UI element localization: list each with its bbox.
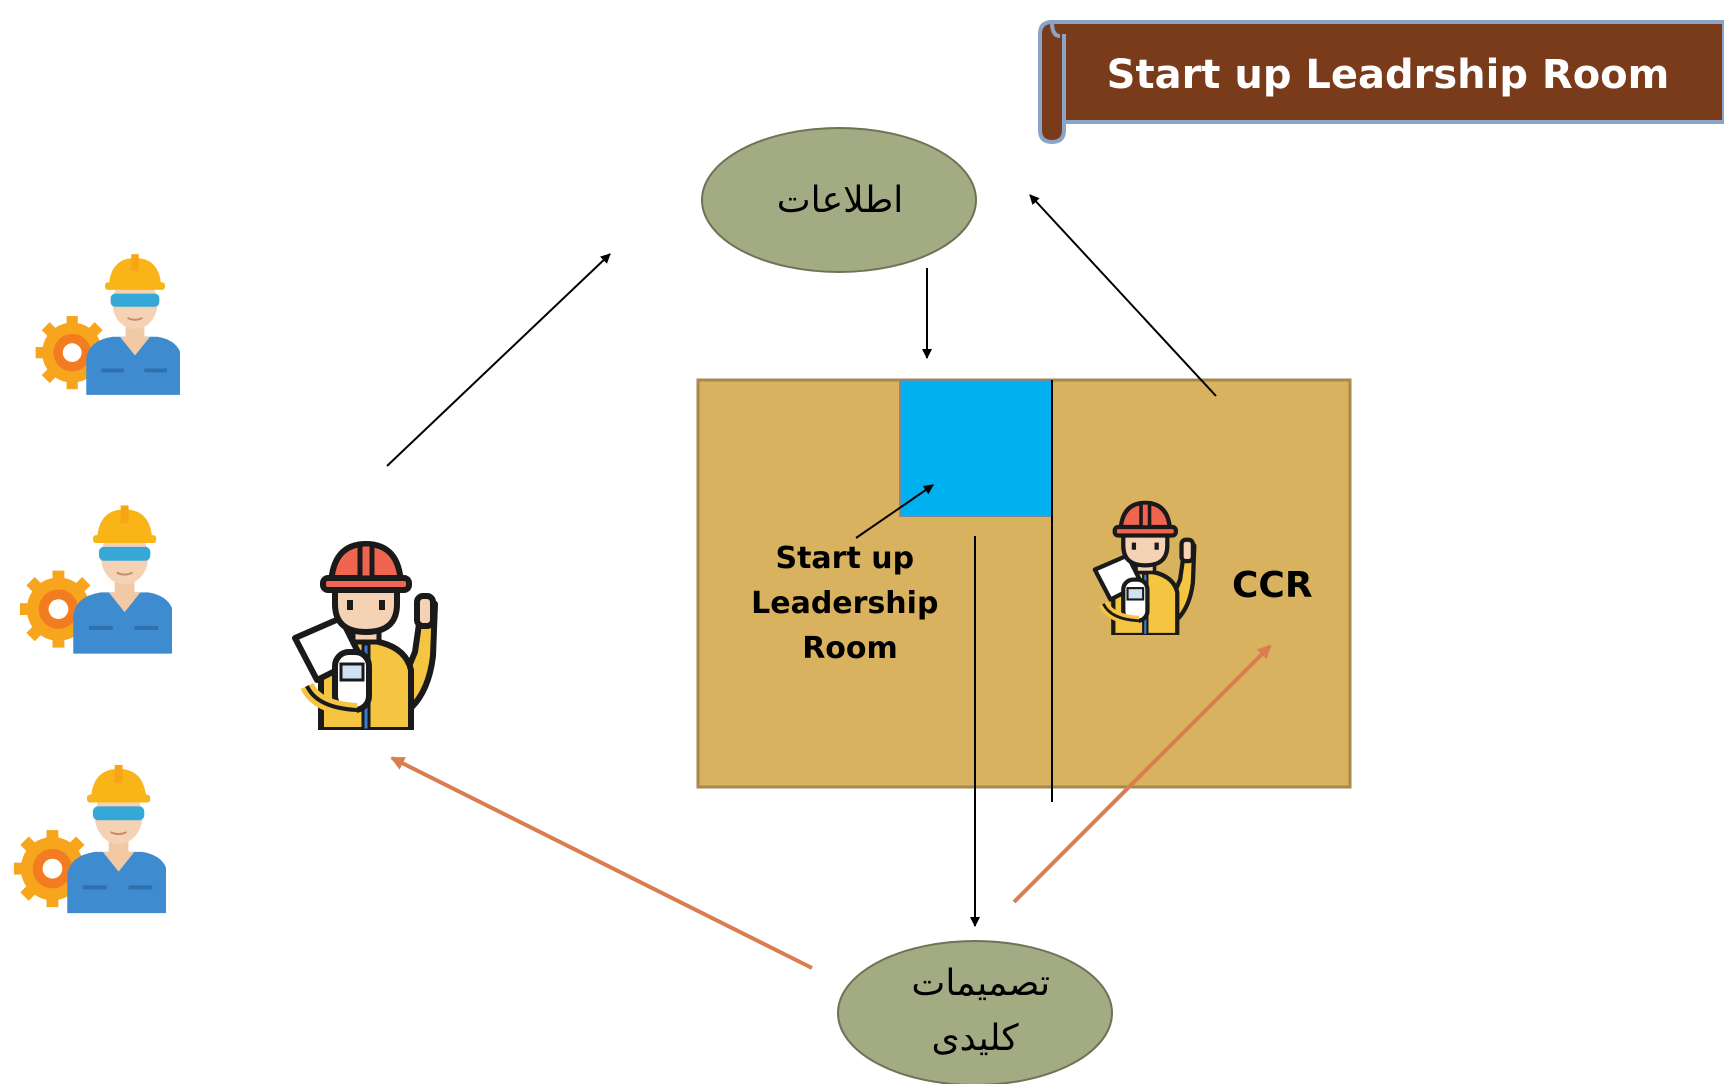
information-label: اطلاعات — [777, 180, 903, 221]
operator-icon — [12, 763, 166, 915]
decisions-label: تصمیمات کلیدی — [900, 963, 1050, 1059]
decisions-node: تصمیمات کلیدی — [837, 940, 1113, 1084]
engineer-icon — [295, 544, 435, 730]
startup-room-label: Start up Leadership Room — [751, 541, 949, 666]
arrow-ccr-to-information — [1029, 194, 1217, 397]
arrow-decisions-to-engineer — [390, 756, 813, 970]
startup-room-box — [899, 379, 1053, 517]
information-node: اطلاعات — [701, 127, 977, 273]
banner-title: Start up Leadrship Room — [1107, 52, 1670, 98]
arrow-decisions-to-ccr — [1012, 644, 1272, 904]
arrow-label-to-room-box — [855, 484, 934, 539]
arrow-engineer-to-information — [386, 253, 611, 467]
ccr-label: CCR — [1232, 565, 1313, 606]
operator-icon — [18, 504, 172, 655]
title-banner: Start up Leadrship Room — [1038, 20, 1724, 145]
leadership-room: Start up Leadership Room — [696, 378, 1352, 802]
operator-icon — [34, 253, 180, 396]
